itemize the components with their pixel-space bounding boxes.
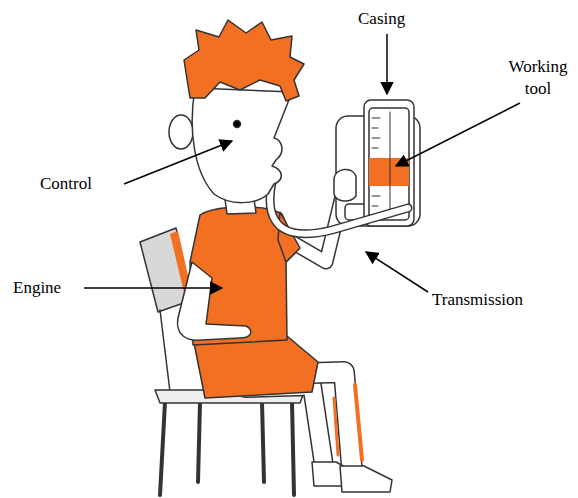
leader-arrow <box>386 34 388 94</box>
ear <box>169 115 193 149</box>
hand <box>334 169 356 201</box>
leader-arrow <box>396 103 520 166</box>
part-label: Transmission <box>432 289 523 311</box>
arm <box>178 262 251 340</box>
leader-arrows <box>84 34 520 292</box>
part-label: Working tool <box>500 56 576 100</box>
leader-arrow <box>366 252 428 292</box>
face <box>192 88 292 203</box>
shoe <box>340 466 392 492</box>
shorts <box>193 336 318 398</box>
eye <box>234 121 241 128</box>
hair <box>184 20 304 101</box>
part-label: Engine <box>13 277 61 299</box>
leader-arrow <box>124 141 232 184</box>
part-label: Casing <box>358 8 405 30</box>
leader-arrow <box>84 287 222 289</box>
part-label: Control <box>40 173 92 195</box>
